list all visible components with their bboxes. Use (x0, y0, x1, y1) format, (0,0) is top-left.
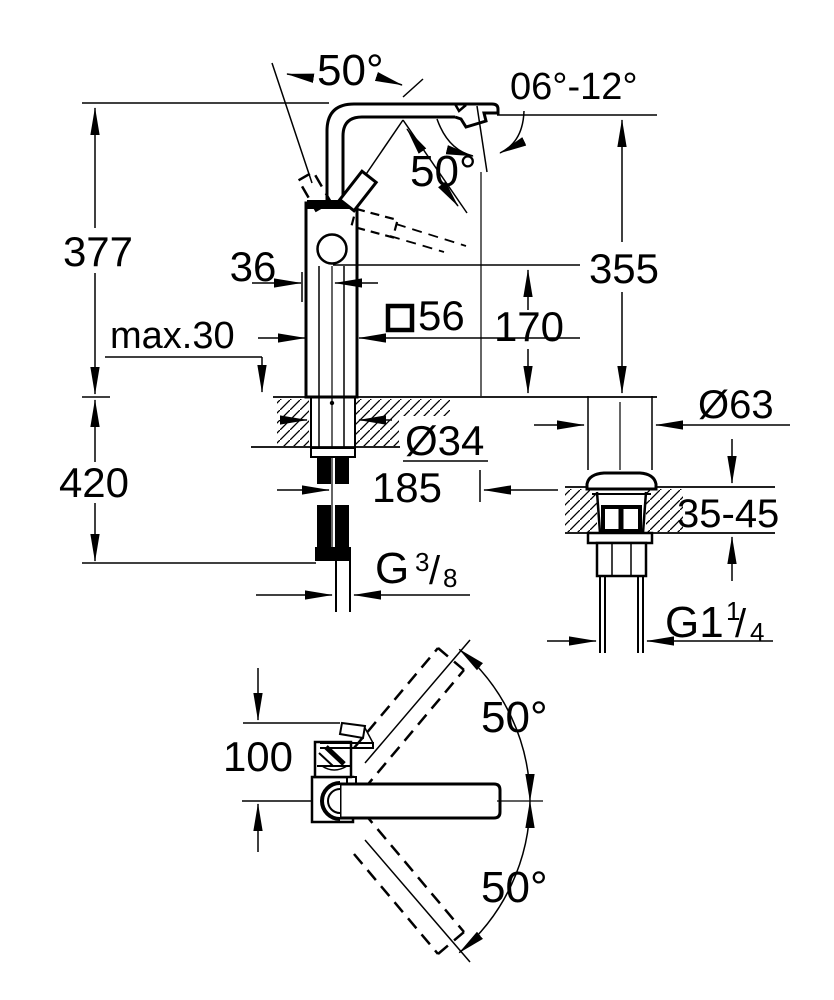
dim-g114-label: G1 1 / 4 (665, 596, 764, 647)
dim-g38-label: G 3 / 8 (375, 544, 457, 593)
dim-50deg-swivel-upper-label: 50° (481, 693, 548, 742)
faucet-spout (82, 102, 500, 396)
mounting-flange (310, 447, 356, 458)
svg-text:4: 4 (750, 617, 764, 647)
drain-cap (585, 471, 658, 491)
svg-text:8: 8 (443, 563, 457, 593)
drain-nut (595, 541, 648, 578)
dim-377-label: 377 (63, 228, 133, 275)
plan-handle (313, 721, 374, 779)
plan-view: 100 50° 50° (223, 639, 548, 963)
dim-50deg-swivel-lower-label: 50° (481, 863, 548, 912)
popup-waste (585, 396, 658, 653)
front-view-dimensions (82, 72, 657, 600)
supply-hoses (310, 447, 356, 612)
dim-56-label: 56 (418, 292, 465, 339)
plan-body-spout (310, 775, 502, 824)
handle-positions (296, 169, 467, 253)
svg-text:G: G (375, 544, 409, 593)
countertop-section (82, 396, 657, 448)
dim-355-label: 355 (589, 245, 659, 292)
aerator-axis-line (476, 105, 488, 173)
drain-view: Ø63 35-45 G1 1 / 4 (534, 383, 790, 653)
dim-36-label: 36 (230, 243, 277, 290)
dim-aerator-angle-label: 06°-12° (510, 66, 638, 108)
spout-dashed-positions (353, 647, 465, 955)
dim-max30-label: max.30 (110, 315, 235, 357)
dim-185-label: 185 (372, 464, 442, 511)
dim-3545-label: 35-45 (677, 492, 779, 536)
plan-dimensions (242, 668, 340, 852)
svg-text:3: 3 (415, 547, 429, 577)
svg-text:/: / (429, 549, 441, 593)
dim-d63-label: Ø63 (698, 383, 774, 427)
svg-text:1: 1 (726, 596, 740, 626)
dim-d34-label: Ø34 (405, 417, 484, 464)
dim-50deg-side-label: 50° (410, 147, 477, 196)
drain-washer (586, 531, 654, 545)
cartridge-circle (316, 233, 348, 265)
svg-text:G1: G1 (665, 598, 724, 647)
plan-spout-solid (338, 782, 502, 820)
dim-420-label: 420 (59, 459, 129, 506)
swivel-arcs (458, 648, 543, 954)
dim-50deg-front-label: 50° (317, 46, 384, 95)
front-view: 50° 06°-12° 50° 377 36 355 max.30 56 170… (59, 46, 659, 612)
square-symbol (385, 303, 415, 333)
svg-text:/: / (735, 602, 747, 646)
drain-dimensions (534, 420, 790, 646)
dim-100-label: 100 (223, 733, 293, 780)
handle-solid (337, 169, 379, 213)
dim-170-label: 170 (494, 303, 564, 350)
handle-dashed-left (296, 170, 333, 213)
handle-dashed-lowered (350, 207, 399, 239)
faucet-body (304, 200, 359, 561)
